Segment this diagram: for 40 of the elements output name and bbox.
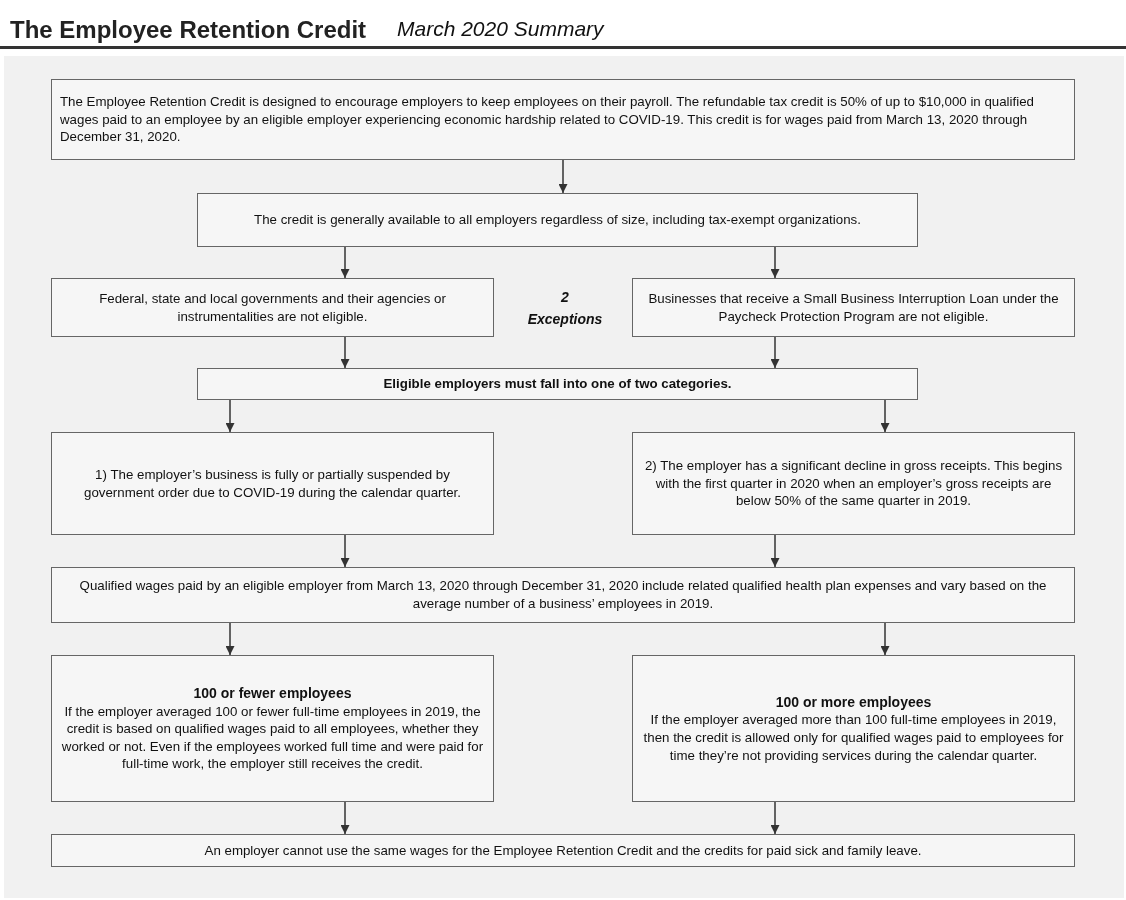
arrow [770,246,780,279]
arrow [340,336,350,369]
arrow [558,159,568,194]
process-box [51,655,494,802]
process-box [51,567,1075,623]
arrow [340,246,350,279]
box-heading: 100 or more employees [774,692,933,712]
arrow [340,534,350,568]
box-heading: 100 or fewer employees [192,684,353,703]
box-text: The credit is generally available to all employers regardless of size, including tax-exempt organizations. [253,211,862,229]
box-text: Businesses that receive a Small Business Interruption Loan under the Paycheck Protection Program are not eligible. [647,289,1060,326]
process-box [51,79,1075,160]
box-text: Federal, state and local governments and their agencies or instrumentalities are not eligible. [98,289,447,326]
arrow [225,399,235,433]
process-box [51,834,1075,867]
arrow [770,534,780,568]
process-box [632,278,1075,337]
arrow [770,801,780,835]
arrow [225,622,235,656]
process-box [197,193,918,247]
box-text: 2) The employer has a significant decline in gross receipts. This begins with the first quarter in 2020 when an employer’s gross receipts are below 50% of the same quarter in 2019. [643,457,1064,510]
process-box [197,368,918,400]
box-text: 1) The employer’s business is fully or partially suspended by government order due to COVID-19 during the calendar quarter. [83,465,462,502]
box-text: Eligible employers must fall into one of two categories. [382,375,733,393]
note-text: 2 Exceptions [526,288,604,330]
arrow [770,336,780,369]
process-box [632,655,1075,802]
process-box [632,432,1075,535]
process-box [51,278,494,337]
box-text: Qualified wages paid by an eligible employer from March 13, 2020 through December 31, 2020 include related qualified health plan expenses and vary based on the average number of a business’ employees in 2019. [78,577,1048,613]
title: The Employee Retention Credit [10,16,367,44]
box-text: If the employer averaged 100 or fewer full-time employees in 2019, the credit is based on qualified wages paid to all employees, whether they worked or not. Even if the employees worked full time and were paid for full-time work, the employer still receives the credit. [60,702,485,773]
box-text: If the employer averaged more than 100 full-time employees in 2019, then the credit is allowed only for qualified wages paid to employees for time they’re not providing services during the calendar quarter. [642,711,1065,765]
box-text: An employer cannot use the same wages for the Employee Retention Credit and the credits for paid sick and family leave. [203,841,923,860]
arrow [880,622,890,656]
process-box [51,432,494,535]
box-text: The Employee Retention Credit is designed to encourage employers to keep employees on their payroll. The refundable tax credit is 50% of up to $10,000 in qualified wages paid to an employee by an eligible employer experiencing economic hardship related to COVID-19. This credit is for wages paid from March 13, 2020 through December 31, 2020. [60,93,1035,146]
arrow [340,801,350,835]
subtitle: March 2020 Summary [397,17,604,41]
arrow [880,399,890,433]
